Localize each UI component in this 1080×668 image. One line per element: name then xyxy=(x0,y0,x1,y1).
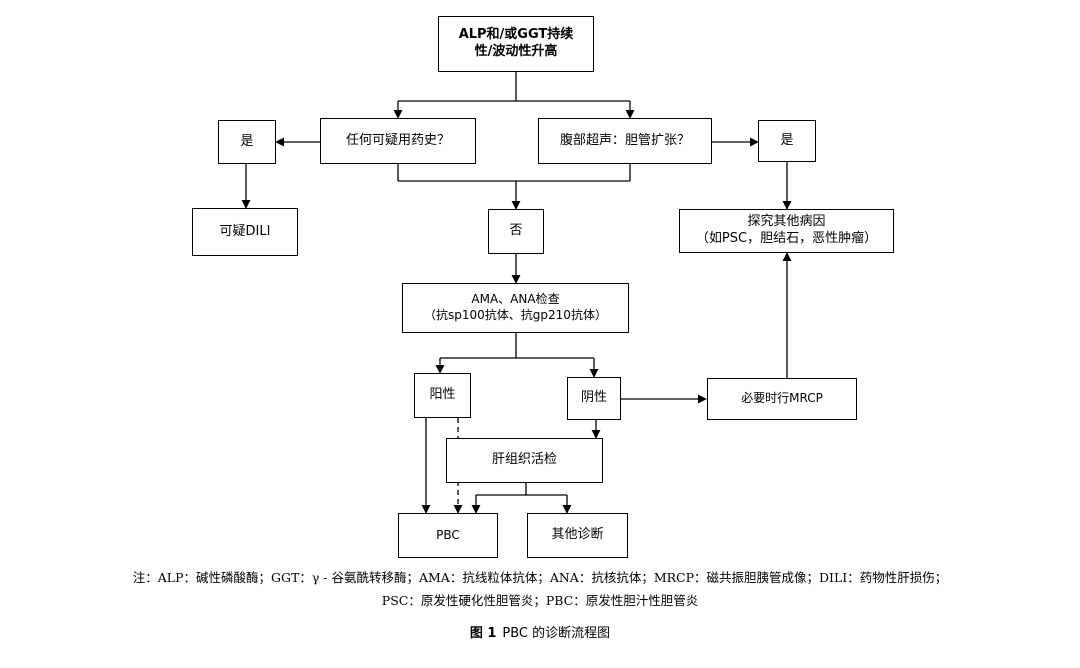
start-box-line2: 性/波动性升高 xyxy=(474,44,558,59)
abbreviation-note-line1: 注：ALP：碱性磷酸酶；GGT：γ - 谷氨酰转移酶；AMA：抗线粒体抗体；AN… xyxy=(132,570,948,585)
pbc-label: PBC xyxy=(436,527,460,542)
biopsy-label: 肝组织活检 xyxy=(491,452,557,468)
suspected-dili-label: 可疑DILI xyxy=(219,223,271,239)
antibody-test-line1: AMA、ANA检查 xyxy=(471,292,560,307)
start-box: ALP和/或GGT持续 性/波动性升高 xyxy=(438,16,594,72)
figure-caption-title: PBC 的诊断流程图 xyxy=(502,626,611,641)
mrcp-label: 必要时行MRCP xyxy=(741,391,823,406)
figure-caption: 图 1 PBC 的诊断流程图 xyxy=(0,622,1080,641)
yes-right-box: 是 xyxy=(758,120,816,162)
drug-history-label: 任何可疑用药史？ xyxy=(345,132,450,148)
no-label: 否 xyxy=(509,223,523,239)
no-box: 否 xyxy=(488,209,544,254)
ultrasound-box: 腹部超声：胆管扩张？ xyxy=(538,118,712,164)
other-causes-line1: 探究其他病因 xyxy=(747,214,826,230)
other-causes-line2: （如PSC，胆结石，恶性肿瘤） xyxy=(695,231,878,246)
start-box-line1: ALP和/或GGT持续 xyxy=(458,27,574,43)
drug-history-box: 任何可疑用药史？ xyxy=(320,118,476,164)
figure-caption-label: 图 1 xyxy=(469,626,497,641)
pbc-box: PBC xyxy=(398,513,498,558)
negative-box: 阴性 xyxy=(567,377,621,420)
antibody-test-box: AMA、ANA检查 （抗sp100抗体、抗gp210抗体） xyxy=(402,283,629,333)
suspected-dili-box: 可疑DILI xyxy=(192,208,298,256)
mrcp-box: 必要时行MRCP xyxy=(707,378,857,420)
other-diagnosis-label: 其他诊断 xyxy=(551,527,604,543)
positive-label: 阳性 xyxy=(429,387,456,403)
other-diagnosis-box: 其他诊断 xyxy=(527,513,628,558)
positive-box: 阳性 xyxy=(414,373,471,418)
abbreviation-note-line2: PSC：原发性硬化性胆管炎；PBC：原发性胆汁性胆管炎 xyxy=(381,593,699,608)
ultrasound-label: 腹部超声：胆管扩张？ xyxy=(559,132,690,148)
biopsy-box: 肝组织活检 xyxy=(446,438,603,483)
other-causes-box: 探究其他病因 （如PSC，胆结石，恶性肿瘤） xyxy=(679,209,894,253)
yes-left-label: 是 xyxy=(240,133,254,149)
negative-label: 阴性 xyxy=(580,390,607,406)
yes-right-label: 是 xyxy=(780,132,794,148)
antibody-test-line2: （抗sp100抗体、抗gp210抗体） xyxy=(424,308,607,322)
yes-left-box: 是 xyxy=(218,120,276,164)
